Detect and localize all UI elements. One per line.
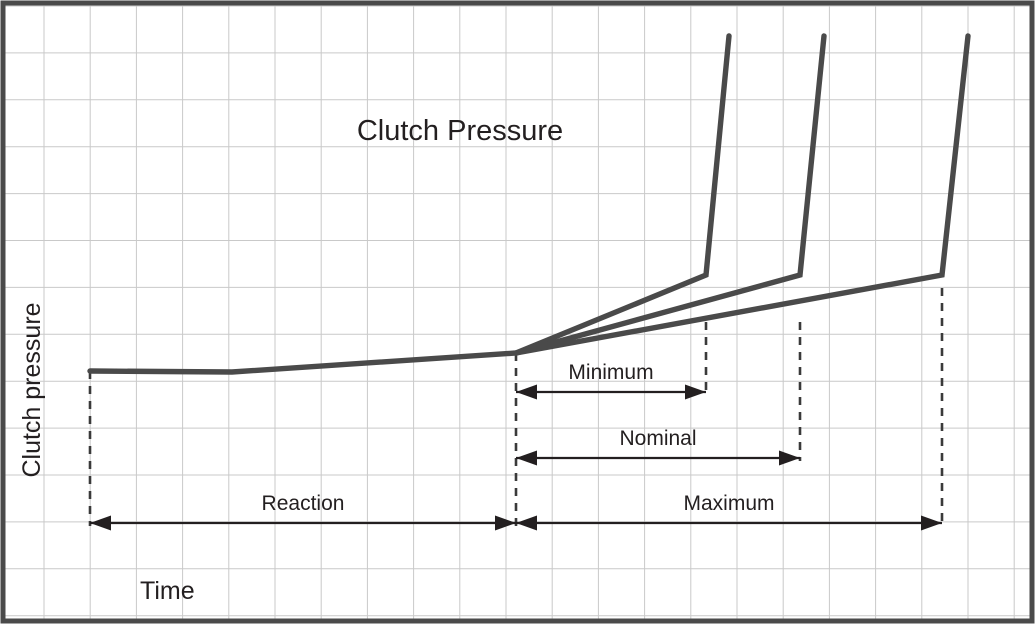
dimension-reaction: Reaction [90, 492, 516, 531]
dimension-nominal: Nominal [516, 427, 800, 466]
arrow-head-left-icon [516, 450, 537, 466]
arrow-head-left-icon [90, 515, 111, 531]
arrow-head-left-icon [516, 515, 537, 531]
reference-lines-layer [88, 288, 944, 526]
arrow-head-right-icon [921, 515, 942, 531]
curve-nominal-clutch-fill [513, 33, 827, 356]
dimension-label-maximum: Maximum [683, 492, 774, 515]
curves-layer [87, 33, 971, 375]
curve-maximum-clutch-fill [513, 33, 971, 356]
arrow-head-right-icon [495, 515, 516, 531]
y-axis-label: Clutch pressure [18, 302, 46, 477]
dimension-label-reaction: Reaction [262, 492, 345, 515]
dimension-minimum: Minimum [516, 361, 706, 400]
arrow-head-left-icon [516, 384, 537, 400]
chart-title: Clutch Pressure [357, 115, 563, 147]
dimension-label-minimum: Minimum [568, 361, 653, 384]
arrow-head-right-icon [779, 450, 800, 466]
dimension-label-nominal: Nominal [619, 427, 696, 450]
arrow-head-right-icon [685, 384, 706, 400]
x-axis-label: Time [140, 577, 195, 605]
dimension-maximum: Maximum [516, 492, 942, 531]
